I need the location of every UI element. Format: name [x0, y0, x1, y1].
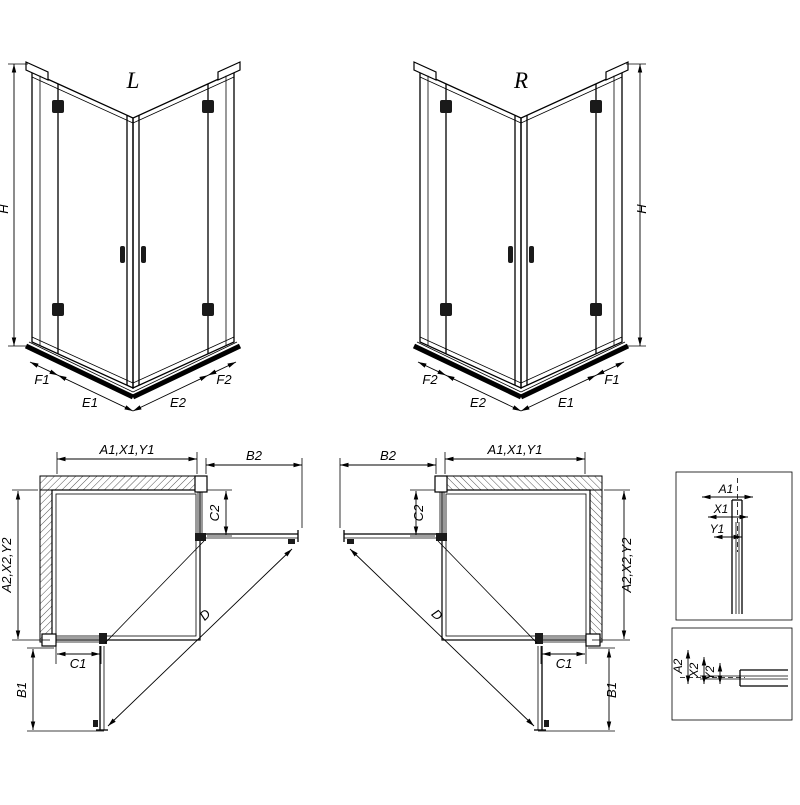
dim-label-b2-plan-left: B2 — [246, 448, 263, 463]
view-label-left: L — [126, 68, 140, 93]
dim-label-a2-plan-left: A2,X2,Y2 — [0, 537, 14, 594]
detail-label-a2: A2 — [671, 658, 685, 674]
detail-label-y2: Y2 — [703, 665, 717, 680]
dim-label-f2-right: F2 — [422, 372, 438, 387]
plan-view-left: A1,X1,Y1 B2 C2 A2,X2,Y2 B1 C1 D — [0, 442, 302, 731]
dim-label-e2-right: E2 — [470, 395, 487, 410]
dim-label-e1-right: E1 — [558, 395, 574, 410]
dim-label-b1-plan-right: B1 — [604, 682, 619, 698]
dim-label-e2-left: E2 — [170, 395, 187, 410]
dim-label-c2-plan-left: C2 — [207, 504, 222, 521]
detail-box-wall-profile: A1 X1 Y1 — [675, 471, 793, 621]
detail-label-y1: Y1 — [710, 522, 725, 536]
detail-label-x1: X1 — [713, 502, 729, 516]
dim-label-a1-plan-right: A1,X1,Y1 — [487, 442, 543, 457]
wall-profile-section — [731, 478, 743, 614]
dim-label-e1-left: E1 — [82, 395, 98, 410]
dim-label-b1-plan-left: B1 — [14, 682, 29, 698]
dim-label-a2-plan-right: A2,X2,Y2 — [619, 537, 634, 594]
plan-view-right: A1,X1,Y1 B2 C2 A2,X2,Y2 B1 C1 D — [340, 442, 634, 731]
dim-label-b2-plan-right: B2 — [380, 448, 397, 463]
dim-label-c1-plan-left: C1 — [70, 656, 87, 671]
detail-label-x2: X2 — [687, 662, 701, 678]
dim-label-c1-plan-right: C1 — [556, 656, 573, 671]
iso-view-left: L H F1 E1 E2 F2 — [0, 62, 240, 411]
floor-profile-dimensions — [685, 650, 723, 684]
dim-label-c2-plan-right: C2 — [411, 504, 426, 521]
floor-profile-section — [680, 669, 788, 687]
dim-label-f2-left: F2 — [216, 372, 232, 387]
wall-profile-dimensions — [702, 494, 753, 540]
dim-label-height-left: H — [0, 204, 11, 214]
dim-label-a1-plan-left: A1,X1,Y1 — [99, 442, 155, 457]
view-label-right: R — [513, 68, 528, 93]
detail-label-a1: A1 — [718, 482, 734, 496]
dim-label-height-right: H — [634, 204, 649, 214]
detail-box-floor-profile: A2 X2 Y2 — [671, 627, 793, 721]
dim-label-f1-right: F1 — [604, 372, 619, 387]
iso-view-right: R H F2 E2 E1 F1 — [414, 62, 649, 411]
dim-label-f1-left: F1 — [34, 372, 49, 387]
